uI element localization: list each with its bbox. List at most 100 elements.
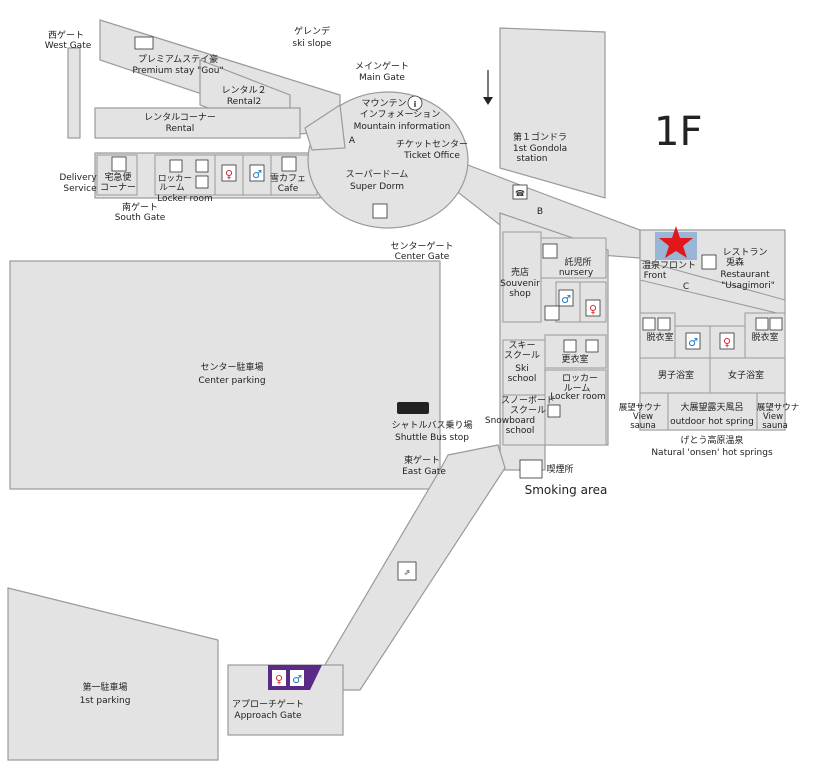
locker-center-label-jp2: ルーム — [564, 383, 591, 394]
smoking-label-en: Smoking area — [525, 483, 608, 497]
snowboard-school-room[interactable] — [502, 394, 546, 446]
current-location-star — [659, 226, 693, 258]
rental-label-jp: レンタルコーナー — [144, 112, 216, 123]
cafe-cutlery-icon — [281, 156, 297, 172]
ticket-office-label-en: Ticket Office — [403, 151, 460, 161]
super-dorm-label-en: Super Dorm — [350, 182, 404, 192]
floor-label: 1F — [654, 109, 702, 155]
changing-icon-center-2 — [585, 339, 599, 353]
smoking-icon — [519, 459, 543, 479]
changing-icon-center-1 — [563, 339, 577, 353]
hot-springs-label-en: Natural 'onsen' hot springs — [651, 448, 773, 458]
premium-stay-label-en: Premium stay "Gou" — [132, 66, 223, 76]
shuttle-bus-label-jp: シャトルバス乗り場 — [391, 419, 472, 431]
snowboard-label-jp1: スノーボード — [501, 395, 555, 406]
mountain-info-label-en: Mountain information — [354, 122, 451, 132]
center-parking-lot[interactable] — [9, 260, 441, 490]
restroom-approach-m-icon — [290, 670, 304, 686]
approach-gate-label-en: Approach Gate — [234, 711, 302, 721]
escalator-icon — [397, 561, 417, 581]
rental2-label-en: Rental2 — [227, 97, 261, 107]
wheelchair-icon-west — [195, 159, 209, 173]
delivery-label-en2: Service — [63, 184, 97, 194]
toilet-female-icon-center — [585, 299, 601, 317]
marker-b: B — [537, 207, 543, 217]
toilet-female-glyph: ♀ — [275, 673, 283, 686]
rental-corner-room[interactable] — [94, 107, 301, 139]
super-dorm-hall[interactable] — [307, 91, 469, 229]
restaurant-label-jp2: 兎森 — [726, 256, 744, 268]
ski-school-room[interactable] — [502, 339, 546, 396]
view-sauna-women-label-en1: View — [763, 412, 783, 422]
rental2-label-jp: レンタル２ — [221, 85, 266, 96]
men-bath-label: 男子浴室 — [658, 369, 694, 381]
cafe-label-jp: 雪カフェ — [270, 173, 306, 184]
souvenir-shop[interactable] — [502, 231, 542, 323]
toilet-male-glyph: ♂ — [292, 673, 302, 686]
toilet-male-icon-west — [249, 164, 265, 182]
gondola-entry-arrow-head — [483, 97, 493, 105]
nursery-label-jp: 託児所 — [564, 256, 591, 268]
view-sauna-men[interactable] — [639, 392, 669, 431]
south-gate-label-en: South Gate — [115, 213, 166, 223]
outdoor-hot-spring[interactable] — [667, 392, 758, 431]
view-sauna-men-label-jp: 展望サウナ — [619, 402, 662, 413]
toilet-male-glyph-west: ♂ — [252, 168, 262, 181]
first-parking-lot[interactable] — [7, 587, 219, 761]
toilet-male-glyph-onsen: ♂ — [688, 336, 698, 349]
smoking-label-jp: 喫煙所 — [546, 463, 573, 475]
center-gate-label-jp: センターゲート — [390, 240, 453, 252]
main-gate-label-en: Main Gate — [359, 73, 405, 83]
delivery-label-en1: Delivery — [59, 173, 97, 183]
restroom-approach-f-icon — [272, 670, 286, 686]
ski-school-label-en1: Ski — [515, 364, 528, 374]
toilet-male-glyph-center: ♂ — [561, 293, 571, 306]
ski-slope-label-en: ski slope — [292, 39, 332, 49]
escalator-icon-glyph: ⇗ — [404, 568, 411, 577]
changing-women-label: 脱衣室 — [751, 331, 778, 343]
view-sauna-women-label-jp: 展望サウナ — [757, 402, 800, 413]
toilet-male-icon-onsen — [685, 332, 701, 350]
delivery-label-jp2: コーナー — [100, 182, 136, 193]
premium-stay-label-jp: プレミアムステイ豪 — [138, 53, 218, 65]
approach-gate-label-jp: アプローチゲート — [232, 698, 304, 710]
marker-a: A — [349, 136, 356, 146]
south-gate-label-jp: 南ゲート — [122, 201, 158, 213]
bed-icon — [134, 36, 154, 50]
toilet-female-icon-west — [221, 164, 237, 182]
onsen-front-label-en: Front — [644, 271, 667, 281]
center-parking-label-jp: センター駐車場 — [200, 361, 263, 373]
toilet-female-glyph-center: ♀ — [589, 303, 597, 316]
west-gate-label-en: West Gate — [45, 41, 92, 51]
view-sauna-women[interactable] — [756, 392, 786, 431]
men-bath-room[interactable] — [639, 357, 711, 394]
women-bath-room[interactable] — [709, 357, 786, 394]
delivery-icon — [111, 156, 127, 172]
first-parking-label-en: 1st parking — [80, 696, 131, 706]
outdoor-spring-label-jp: 大展望露天風呂 — [680, 401, 743, 413]
snowboard-label-en1: Snowboard — [485, 416, 535, 426]
locker-west-label-jp2: ルーム — [159, 183, 184, 193]
women-bath-label: 女子浴室 — [728, 369, 764, 381]
gondola-station-building[interactable] — [499, 27, 606, 199]
snowboard-label-jp2: スクール — [510, 405, 546, 416]
locker-icon-onsen-women — [769, 317, 783, 331]
view-sauna-women-label-en2: sauna — [762, 421, 788, 431]
souvenir-label-jp: 売店 — [511, 266, 529, 278]
toilet-female-glyph-onsen: ♀ — [723, 336, 731, 349]
bus-icon — [397, 402, 429, 414]
gondola-label-jp: 第１ゴンドラ — [513, 131, 567, 143]
mountain-info-label-jp2: インフォメーション — [360, 110, 441, 120]
restaurant-label-en2: "Usagimori" — [721, 281, 775, 291]
hot-springs-label-jp: げとう高原温泉 — [680, 434, 743, 446]
locker-center-label-jp1: ロッカー — [562, 373, 598, 384]
toilet-male-icon-center — [558, 289, 574, 307]
changing-icon-west — [195, 175, 209, 189]
marker-c: C — [683, 282, 689, 292]
changing-icon-onsen-men — [657, 317, 671, 331]
locker-icon-west — [169, 159, 183, 173]
ski-school-label-jp1: スキー — [508, 341, 535, 351]
ski-school-label-en2: school — [508, 374, 537, 384]
phone-icon-glyph: ☎ — [515, 189, 525, 198]
